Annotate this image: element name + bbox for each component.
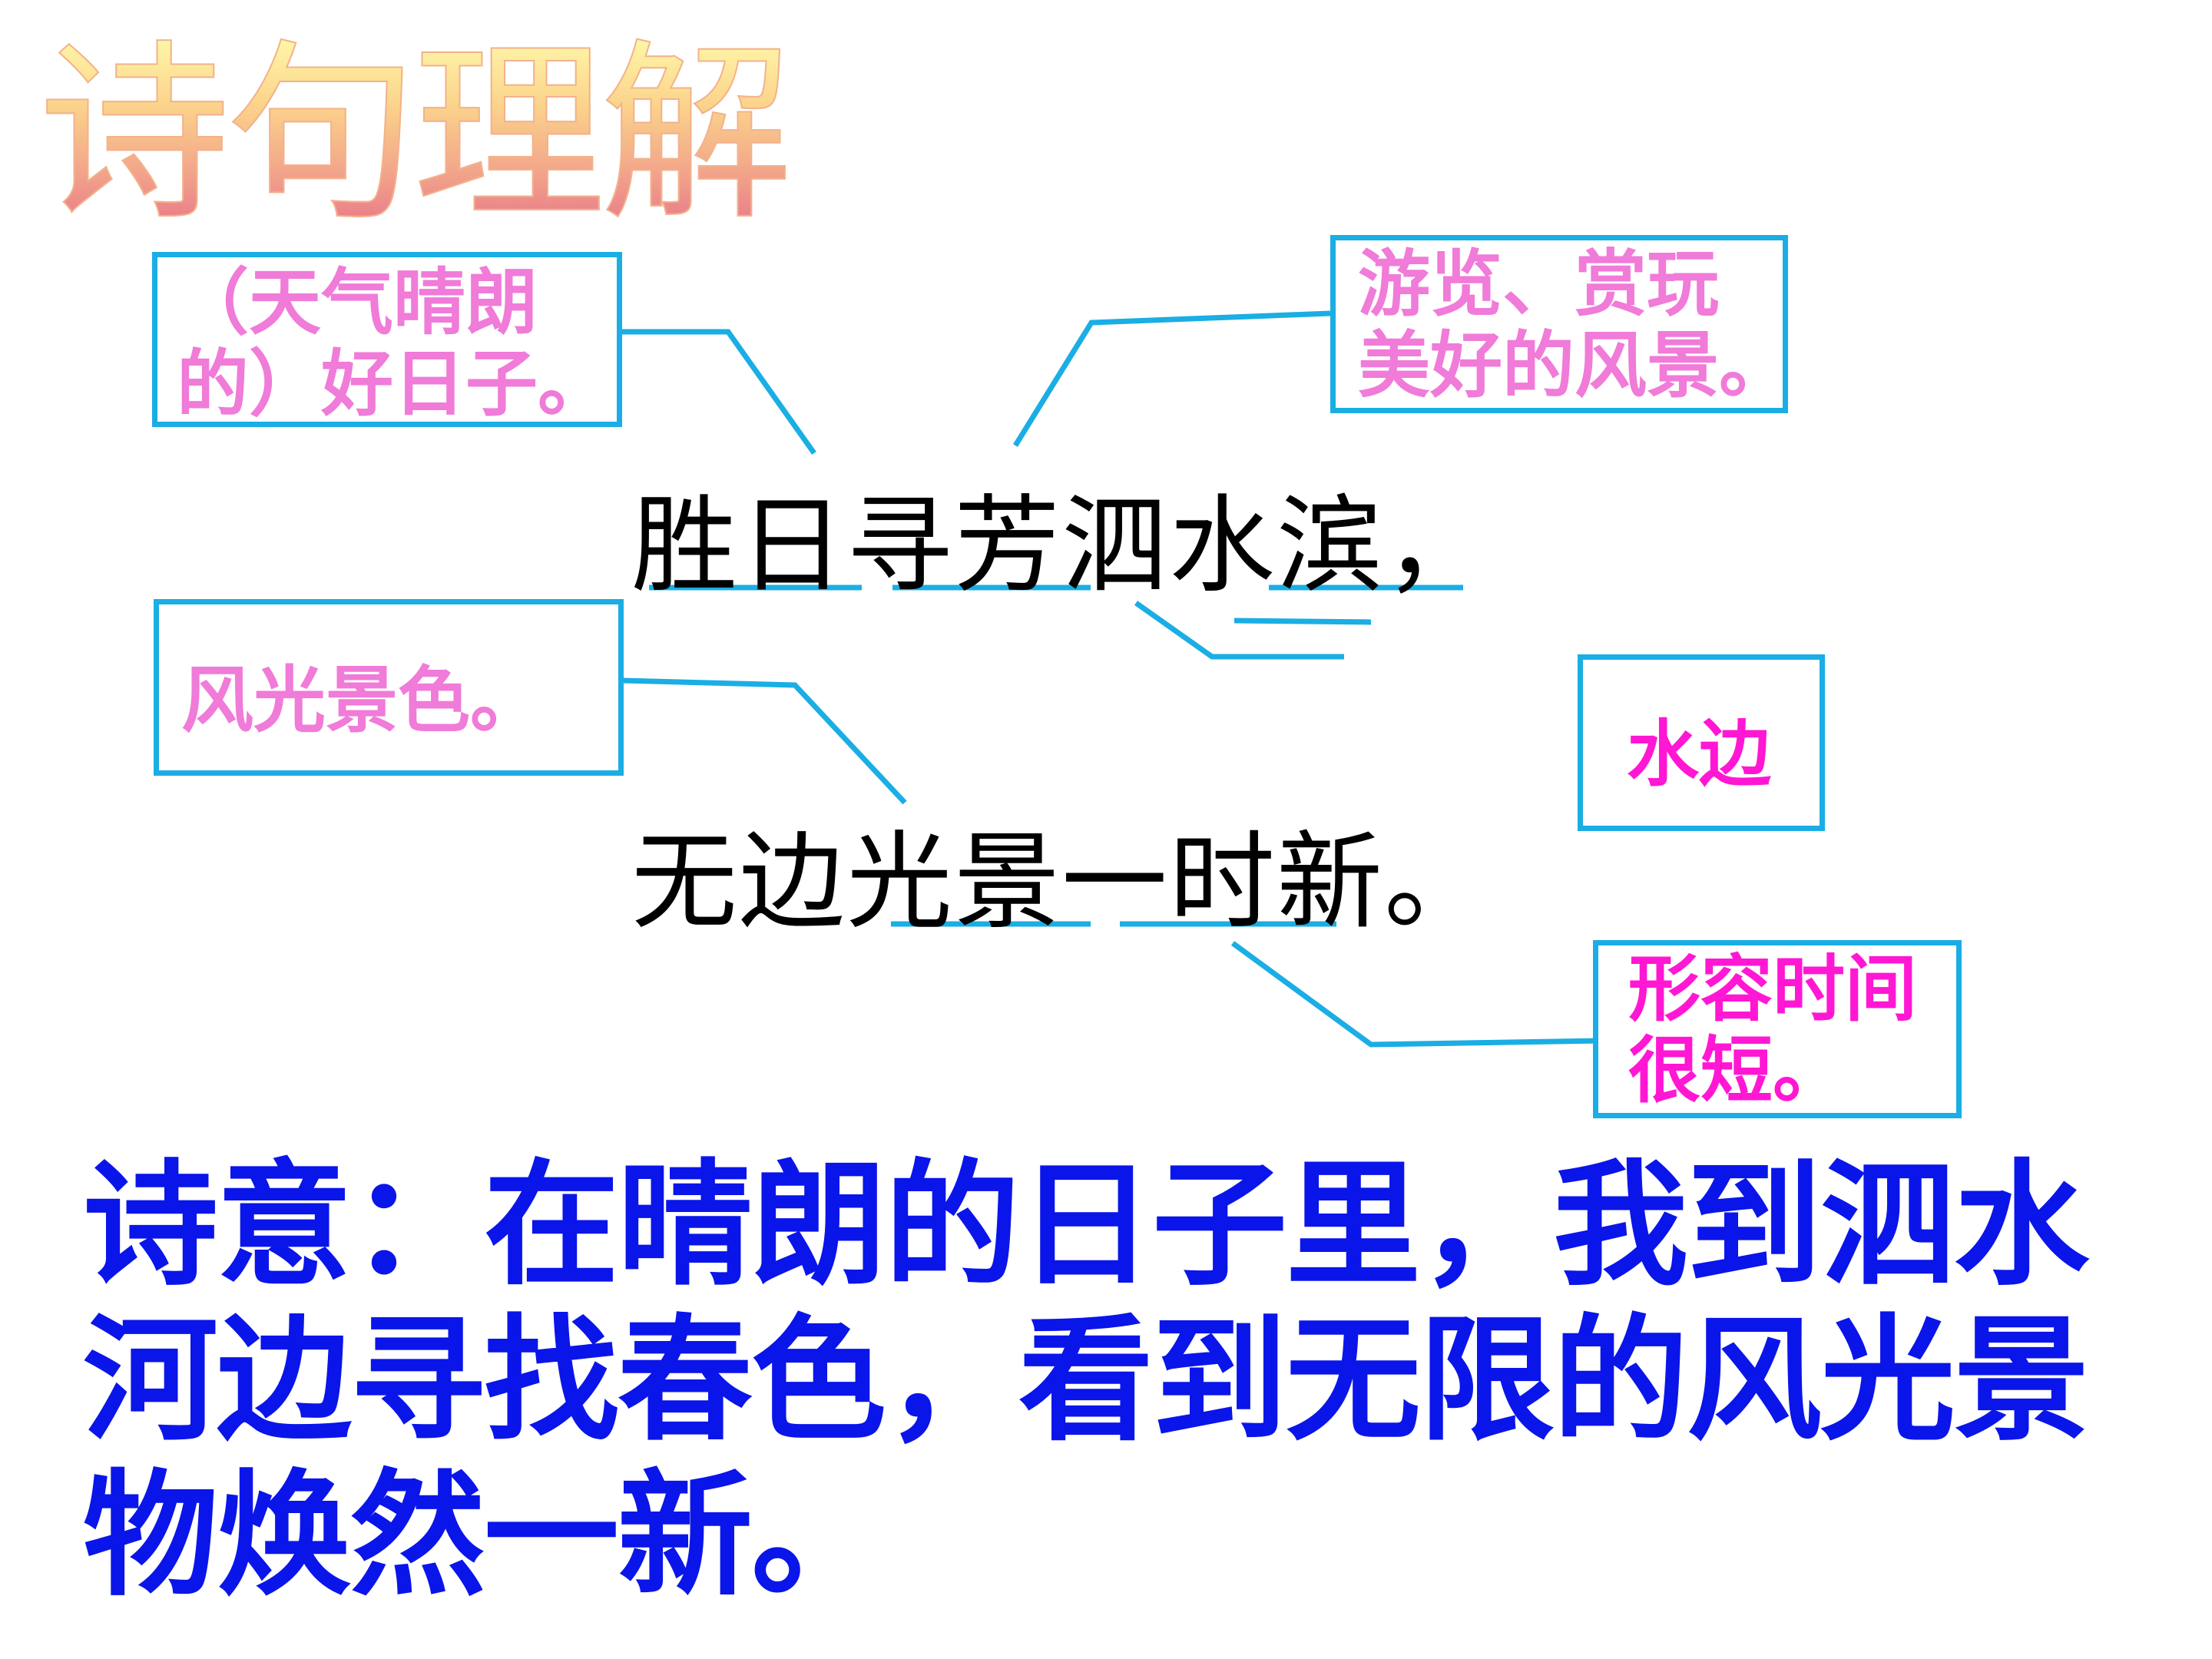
note-yi-shi: 形容时间 很短。 bbox=[1628, 948, 1918, 1114]
poem-line-2: 无边光景一时新。 bbox=[631, 820, 1492, 944]
poem-line-1: 胜日寻芳泗水滨， bbox=[631, 484, 1492, 608]
connector-xun-fang bbox=[1013, 310, 1331, 447]
note-box-xun-fang bbox=[1330, 235, 1788, 413]
note-box-guang-jing bbox=[154, 599, 624, 776]
note-box-sheng-ri bbox=[152, 252, 622, 427]
connector-guang-jing bbox=[621, 677, 907, 805]
connector-yi-shi bbox=[1233, 618, 1372, 625]
note-box-shui-bin bbox=[1578, 654, 1825, 831]
note-box-yi-shi bbox=[1593, 940, 1962, 1118]
note-guang-jing: 风光景色。 bbox=[181, 659, 543, 743]
note-shui-bin: 水边 bbox=[1627, 713, 1772, 796]
connector-sheng-ri bbox=[621, 329, 816, 455]
connector-shui-bin bbox=[1134, 601, 1344, 660]
note-xun-fang: 游览、赏玩 美好的风景。 bbox=[1358, 243, 1792, 409]
note-sheng-ri: （天气晴朗 的）好日子。 bbox=[177, 261, 611, 427]
connector-yi-shi-2 bbox=[1230, 941, 1602, 1048]
slide-title: 诗句理解 bbox=[38, 22, 793, 246]
poem-meaning: 诗意：在晴朗的日子里，我到泗水河边寻找春色，看到无限的风光景物焕然一新。 bbox=[83, 1147, 2089, 1614]
